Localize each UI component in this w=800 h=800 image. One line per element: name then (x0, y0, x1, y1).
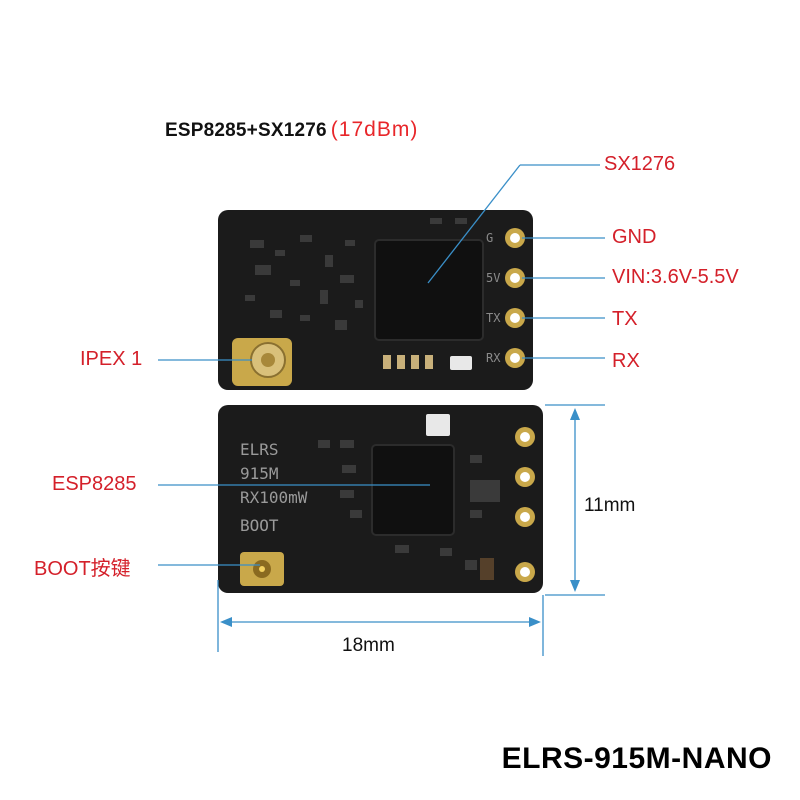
callout-rx: RX (612, 350, 640, 372)
silkscreen-boot: BOOT (240, 516, 279, 535)
top-board (218, 210, 533, 390)
callout-vin: VIN:3.6V-5.5V (612, 266, 739, 288)
pin-silkscreen: G 5V TX RX (486, 218, 500, 378)
bottom-pin-pads (515, 427, 535, 582)
pin-label-g: G (486, 231, 494, 245)
chip-names: ESP8285+SX1276 (165, 120, 327, 141)
silkscreen-rx100mw: RX100mW (240, 488, 308, 507)
power-rating: (17dBm) (330, 118, 419, 141)
callout-tx: TX (612, 308, 638, 330)
callout-sx1276: SX1276 (604, 153, 676, 175)
top-pin-pads (505, 228, 525, 368)
pin-label-tx: TX (486, 311, 501, 325)
callout-esp8285: ESP8285 (52, 473, 137, 495)
pin-label-5v: 5V (486, 271, 501, 285)
module-title: ESP8285+SX1276(17dBm) (165, 118, 418, 142)
callout-boot: BOOT按键 (34, 558, 131, 580)
pin-label-rx: RX (486, 351, 501, 365)
bottom-board (218, 405, 543, 593)
board-silkscreen: ELRS 915M RX100mW BOOT (240, 438, 307, 538)
silkscreen-elrs: ELRS (240, 440, 279, 459)
leader-lines (158, 164, 605, 566)
dimension-lines (217, 404, 605, 656)
model-name: ELRS-915M-NANO (501, 742, 772, 775)
dimension-width: 18mm (342, 635, 395, 656)
dimension-height: 11mm (584, 495, 636, 516)
callout-ipex: IPEX 1 (80, 348, 143, 370)
sx1276-chip (374, 239, 484, 341)
esp8285-chip (371, 444, 455, 536)
silkscreen-915m: 915M (240, 464, 279, 483)
callout-gnd: GND (612, 226, 657, 248)
